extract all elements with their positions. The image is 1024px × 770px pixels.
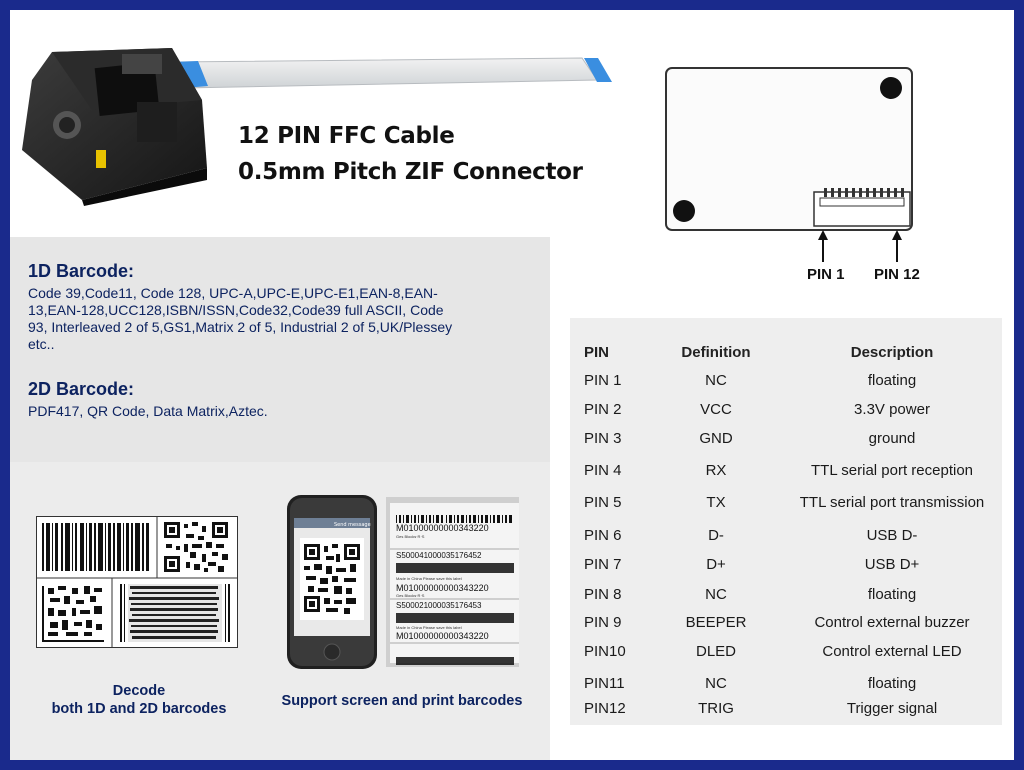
capabilities-panel: Send message <box>10 462 550 760</box>
cell-pin: PIN 4 <box>584 462 622 479</box>
cell-pin: PIN 7 <box>584 556 622 573</box>
cell-definition: VCC <box>700 401 732 418</box>
cell-definition: RX <box>705 462 727 479</box>
cell-pin: PIN 1 <box>584 372 622 389</box>
ffc-title-line2: 0.5mm Pitch ZIF Connector <box>238 159 583 185</box>
cell-description: floating <box>867 372 917 389</box>
scanner-module-illustration <box>22 48 612 206</box>
header-definition: Definition <box>681 344 751 361</box>
support-caption: Support screen and print barcodes <box>281 693 523 709</box>
label-sub-4: Made in China Please save this label <box>396 625 462 630</box>
decode-caption-line1: Decode <box>112 683 166 699</box>
label-code-1: M01000000000343220 <box>396 523 489 533</box>
cell-definition: NC <box>705 586 727 603</box>
cell-definition: BEEPER <box>685 614 747 631</box>
header-pin: PIN <box>584 344 610 361</box>
cell-description: 3.3V power <box>854 401 930 418</box>
label-code-2: S500041000035176452 <box>396 551 482 560</box>
cell-definition: DLED <box>695 643 737 660</box>
cell-description: Control external buzzer <box>814 614 970 631</box>
cell-description: Control external LED <box>822 643 962 660</box>
one-d-title: 1D Barcode: <box>28 261 135 281</box>
cell-description: Trigger signal <box>846 700 938 717</box>
pcb-diagram <box>665 67 913 262</box>
label-sub-2: Made in China Please save this label <box>396 576 462 581</box>
label-code-4: S500021000035176453 <box>396 601 482 610</box>
cell-pin: PIN12 <box>584 700 626 717</box>
two-d-list: PDF417, QR Code, Data Matrix,Aztec. <box>28 403 268 419</box>
phone-image: Send message <box>287 495 377 669</box>
cell-definition: NC <box>705 372 727 389</box>
cell-pin: PIN10 <box>584 643 626 660</box>
decode-caption-line2: both 1D and 2D barcodes <box>51 701 227 717</box>
cell-definition: TX <box>706 494 726 511</box>
label-code-5: M01000000000343220 <box>396 631 489 641</box>
cell-definition: NC <box>705 675 727 692</box>
cell-description: ground <box>868 430 916 447</box>
cell-pin: PIN 5 <box>584 494 622 511</box>
cell-pin: PIN 2 <box>584 401 622 418</box>
label-sub-1: Ges Blocks·R·S <box>396 534 425 539</box>
printed-labels-image: M01000000000343220 Ges Blocks·R·S S50004… <box>386 497 519 667</box>
cell-pin: PIN11 <box>584 675 625 692</box>
cell-description: USB D+ <box>864 556 920 573</box>
one-d-list: Code 39,Code11, Code 128, UPC-A,UPC-E,UP… <box>28 285 453 352</box>
ffc-title-line1: 12 PIN FFC Cable <box>238 123 455 149</box>
cell-definition: D- <box>708 527 724 544</box>
barcode-types-panel: 1D Barcode: Code 39,Code11, Code 128, UP… <box>10 237 550 462</box>
cell-description: floating <box>867 675 917 692</box>
decode-caption: Decode both 1D and 2D barcodes <box>32 682 246 718</box>
cell-pin: PIN 6 <box>584 527 622 544</box>
cell-description: floating <box>867 586 917 603</box>
label-sub-3: Ges Blocks·R·S <box>396 593 425 598</box>
cell-definition: D+ <box>706 556 726 573</box>
pin1-label: PIN 1 <box>807 266 845 283</box>
pin-definition-table: PIN Definition Description PIN 1 NC floa… <box>570 318 1002 725</box>
phone-header-text: Send message <box>334 522 371 528</box>
label-code-3: M01000000000343220 <box>396 583 489 593</box>
cell-definition: GND <box>699 430 733 447</box>
cell-description: TTL serial port transmission <box>799 494 985 511</box>
pin12-label: PIN 12 <box>874 266 920 283</box>
two-d-title: 2D Barcode: <box>28 379 135 399</box>
cell-pin: PIN 3 <box>584 430 622 447</box>
barcode-samples-image <box>36 516 238 648</box>
cell-definition: TRIG <box>698 700 734 717</box>
cell-description: USB D- <box>866 527 918 544</box>
ffc-title: 12 PIN FFC Cable 0.5mm Pitch ZIF Connect… <box>238 118 583 190</box>
header-description: Description <box>850 344 934 361</box>
cell-pin: PIN 9 <box>584 614 622 631</box>
cell-description: TTL serial port reception <box>810 462 974 479</box>
cell-pin: PIN 8 <box>584 586 622 603</box>
